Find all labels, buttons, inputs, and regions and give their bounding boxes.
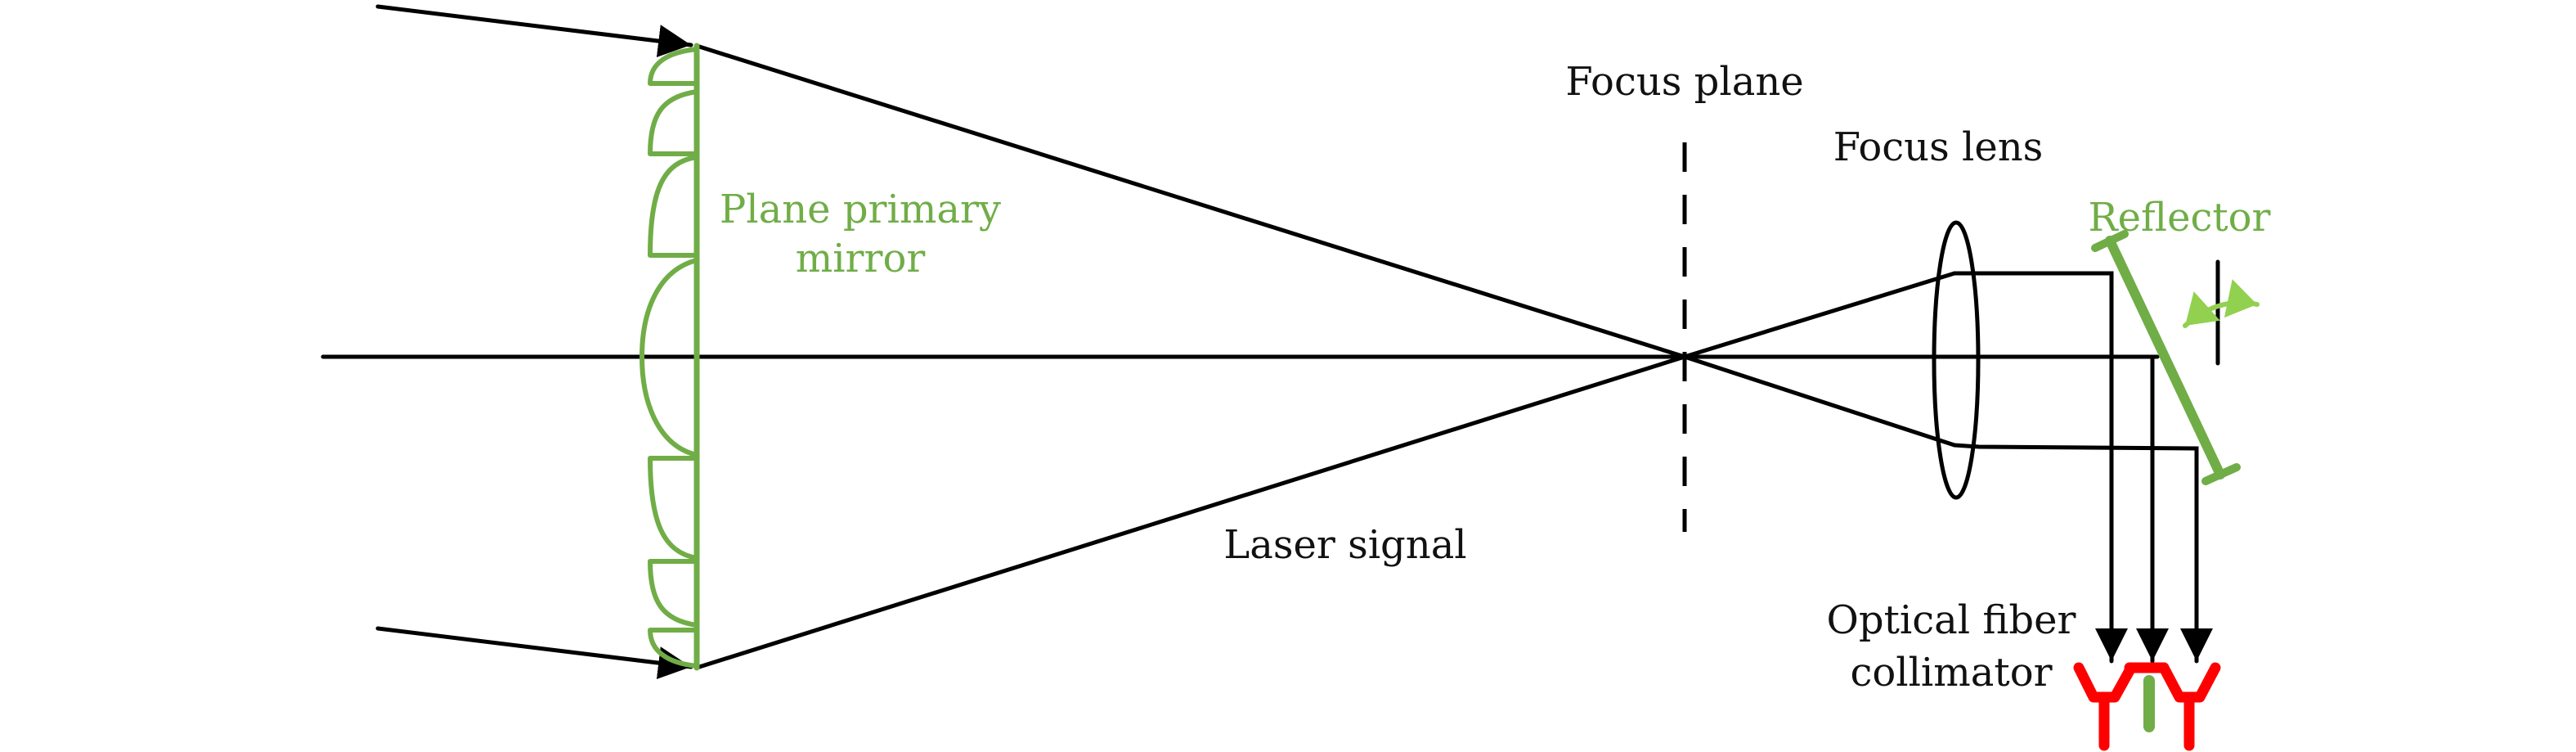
label-collimator-line2: collimator — [1850, 650, 2052, 696]
label-focus-lens: Focus lens — [1833, 124, 2044, 170]
label-plane-primary-mirror-line1: Plane primary — [720, 187, 1001, 232]
label-laser-signal: Laser signal — [1223, 522, 1466, 568]
label-reflector: Reflector — [2089, 195, 2271, 241]
converging-ray-bottom — [694, 354, 1687, 670]
reflector — [2091, 230, 2241, 485]
incoming-ray-top — [375, 4, 693, 57]
optical-fiber-collimator — [2073, 662, 2221, 751]
incoming-ray-bottom — [375, 626, 693, 679]
collimated-ray-bottom — [1952, 443, 2213, 664]
plane-primary-mirror — [640, 43, 700, 671]
collimated-ray-top — [1952, 271, 2128, 664]
diverging-ray-top — [1682, 271, 1957, 359]
label-collimator-line1: Optical fiber — [1827, 597, 2076, 643]
label-focus-plane: Focus plane — [1565, 59, 1803, 105]
focus-lens — [1932, 220, 1981, 500]
label-plane-primary-mirror-line2: mirror — [796, 236, 926, 281]
diverging-ray-bottom — [1682, 354, 1957, 448]
converging-ray-top — [694, 43, 1687, 359]
adjustment-double-arrow-icon — [2183, 279, 2260, 328]
